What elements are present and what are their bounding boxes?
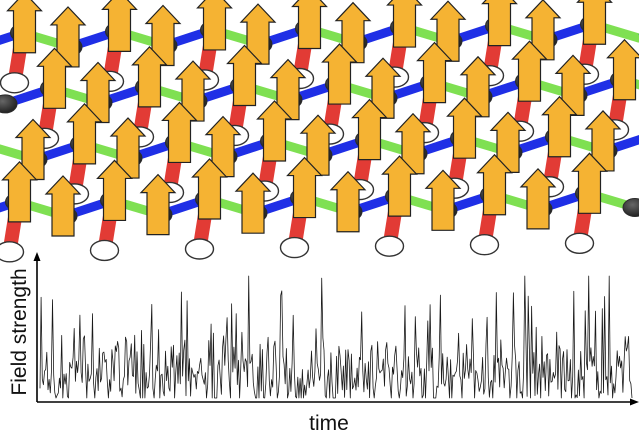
spin-up-arrow (14, 118, 52, 181)
spin-up-arrow (576, 0, 613, 45)
lower-site (0, 72, 30, 94)
spin-up-arrow (329, 170, 367, 233)
spin-up-arrow (584, 110, 622, 172)
spin-arrow-layer (1, 0, 639, 237)
lower-site (279, 236, 310, 259)
signal-plot: Field strength time (8, 252, 639, 433)
spin-up-arrow (66, 103, 103, 165)
lattice-site (622, 197, 639, 217)
spin-up-arrow (79, 61, 117, 124)
y-axis-title: Field strength (8, 268, 31, 395)
spin-up-arrow (299, 114, 337, 176)
spin-up-arrow (571, 152, 608, 214)
spin-up-arrow (174, 60, 212, 122)
spin-up-arrow (49, 6, 87, 68)
lower-site (0, 241, 25, 263)
spin-up-arrow (131, 46, 168, 108)
spin-up-arrow (459, 55, 497, 118)
spin-up-arrow (239, 3, 277, 65)
spin-up-arrow (161, 101, 198, 164)
spin-up-arrow (334, 1, 372, 64)
spin-up-arrow (234, 172, 272, 234)
spin-up-arrow (364, 57, 402, 119)
spin-up-arrow (1, 160, 38, 223)
lower-site (184, 238, 215, 260)
spin-up-arrow (519, 168, 557, 230)
spin-up-arrow (191, 158, 228, 220)
honeycomb-spin-lattice (0, 0, 639, 263)
spin-up-arrow (6, 0, 43, 54)
spin-up-arrow (511, 40, 548, 102)
spin-up-arrow (139, 173, 177, 236)
spin-up-arrow (416, 41, 453, 104)
spin-up-arrow (541, 95, 578, 158)
lower-site (564, 232, 595, 255)
spin-up-arrow (489, 111, 527, 173)
spin-up-arrow (256, 100, 293, 162)
spin-up-arrow (351, 98, 388, 161)
spin-up-arrow (144, 4, 182, 67)
lattice-site (0, 94, 18, 114)
spin-up-arrow (269, 58, 307, 121)
spin-up-arrow (606, 38, 639, 101)
spin-up-arrow (476, 153, 513, 216)
spin-up-arrow (321, 43, 358, 105)
spin-up-arrow (291, 0, 328, 50)
spin-up-arrow (196, 0, 233, 51)
x-axis-title: time (309, 412, 349, 433)
spin-up-arrow (524, 0, 562, 61)
y-axis-arrowhead (33, 252, 41, 261)
lower-site (469, 234, 500, 256)
spin-up-arrow (286, 156, 323, 219)
lower-site (89, 239, 120, 262)
spin-up-arrow (554, 54, 592, 116)
spin-up-arrow (204, 115, 242, 178)
spin-up-arrow (446, 97, 483, 159)
spin-up-arrow (109, 117, 147, 179)
spin-up-arrow (394, 112, 432, 175)
x-axis-arrowhead (630, 398, 639, 406)
spin-up-arrow (386, 0, 423, 48)
spin-up-arrow (44, 175, 82, 237)
spin-up-arrow (36, 47, 73, 109)
spin-up-arrow (381, 155, 418, 217)
field-strength-trace (39, 275, 633, 399)
spin-up-arrow (424, 169, 462, 231)
spin-up-arrow (226, 44, 263, 107)
lower-site (374, 235, 405, 257)
spin-up-arrow (481, 0, 518, 47)
spin-up-arrow (101, 0, 138, 52)
spin-up-arrow (96, 159, 133, 222)
spin-up-arrow (429, 0, 467, 62)
